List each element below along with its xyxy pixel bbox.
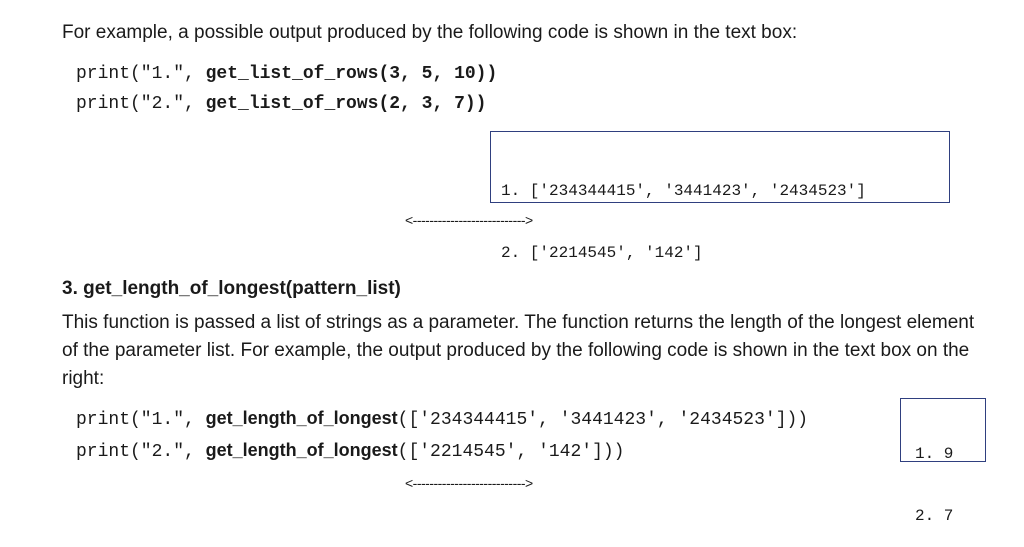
code-prefix: print("1.", [76, 410, 206, 430]
code-prefix: print("1.", [76, 64, 206, 84]
output-line: 1. ['234344415', '3441423', '2434523'] [501, 182, 866, 200]
section-heading: 3. get_length_of_longest(pattern_list) [62, 278, 401, 299]
output-line: 1. 9 [915, 445, 954, 463]
code-call: get_list_of_rows(2, 3, 7)) [205, 94, 487, 114]
code-line-2: print("2.", get_list_of_rows(2, 3, 7)) [76, 94, 486, 114]
section-paragraph: This function is passed a list of string… [62, 312, 975, 389]
arrow-indicator-2: <---------------------------> [405, 475, 533, 491]
code-prefix: print("2.", [76, 442, 206, 462]
output-line: 2. ['2214545', '142'] [501, 244, 703, 262]
output-box-2: 1. 9 2. 7 [900, 398, 986, 525]
arrow-indicator-1: <---------------------------> [405, 212, 533, 228]
code-line-4: print("2.", get_length_of_longest(['2214… [76, 440, 624, 462]
output-line: 2. 7 [915, 507, 954, 525]
code-args: (['2214545', '142'])) [397, 442, 625, 462]
code-line-1: print("1.", get_list_of_rows(3, 5, 10)) [76, 64, 497, 84]
code-args: (['234344415', '3441423', '2434523'])) [397, 410, 809, 430]
code-prefix: print("2.", [76, 94, 206, 114]
code-function-name: get_length_of_longest [205, 440, 398, 460]
code-call: get_list_of_rows(3, 5, 10)) [205, 64, 498, 84]
code-line-3: print("1.", get_length_of_longest(['2343… [76, 408, 808, 430]
intro-text: For example, a possible output produced … [62, 22, 798, 43]
code-function-name: get_length_of_longest [205, 408, 398, 428]
output-box-1: 1. ['234344415', '3441423', '2434523'] 2… [490, 131, 950, 262]
